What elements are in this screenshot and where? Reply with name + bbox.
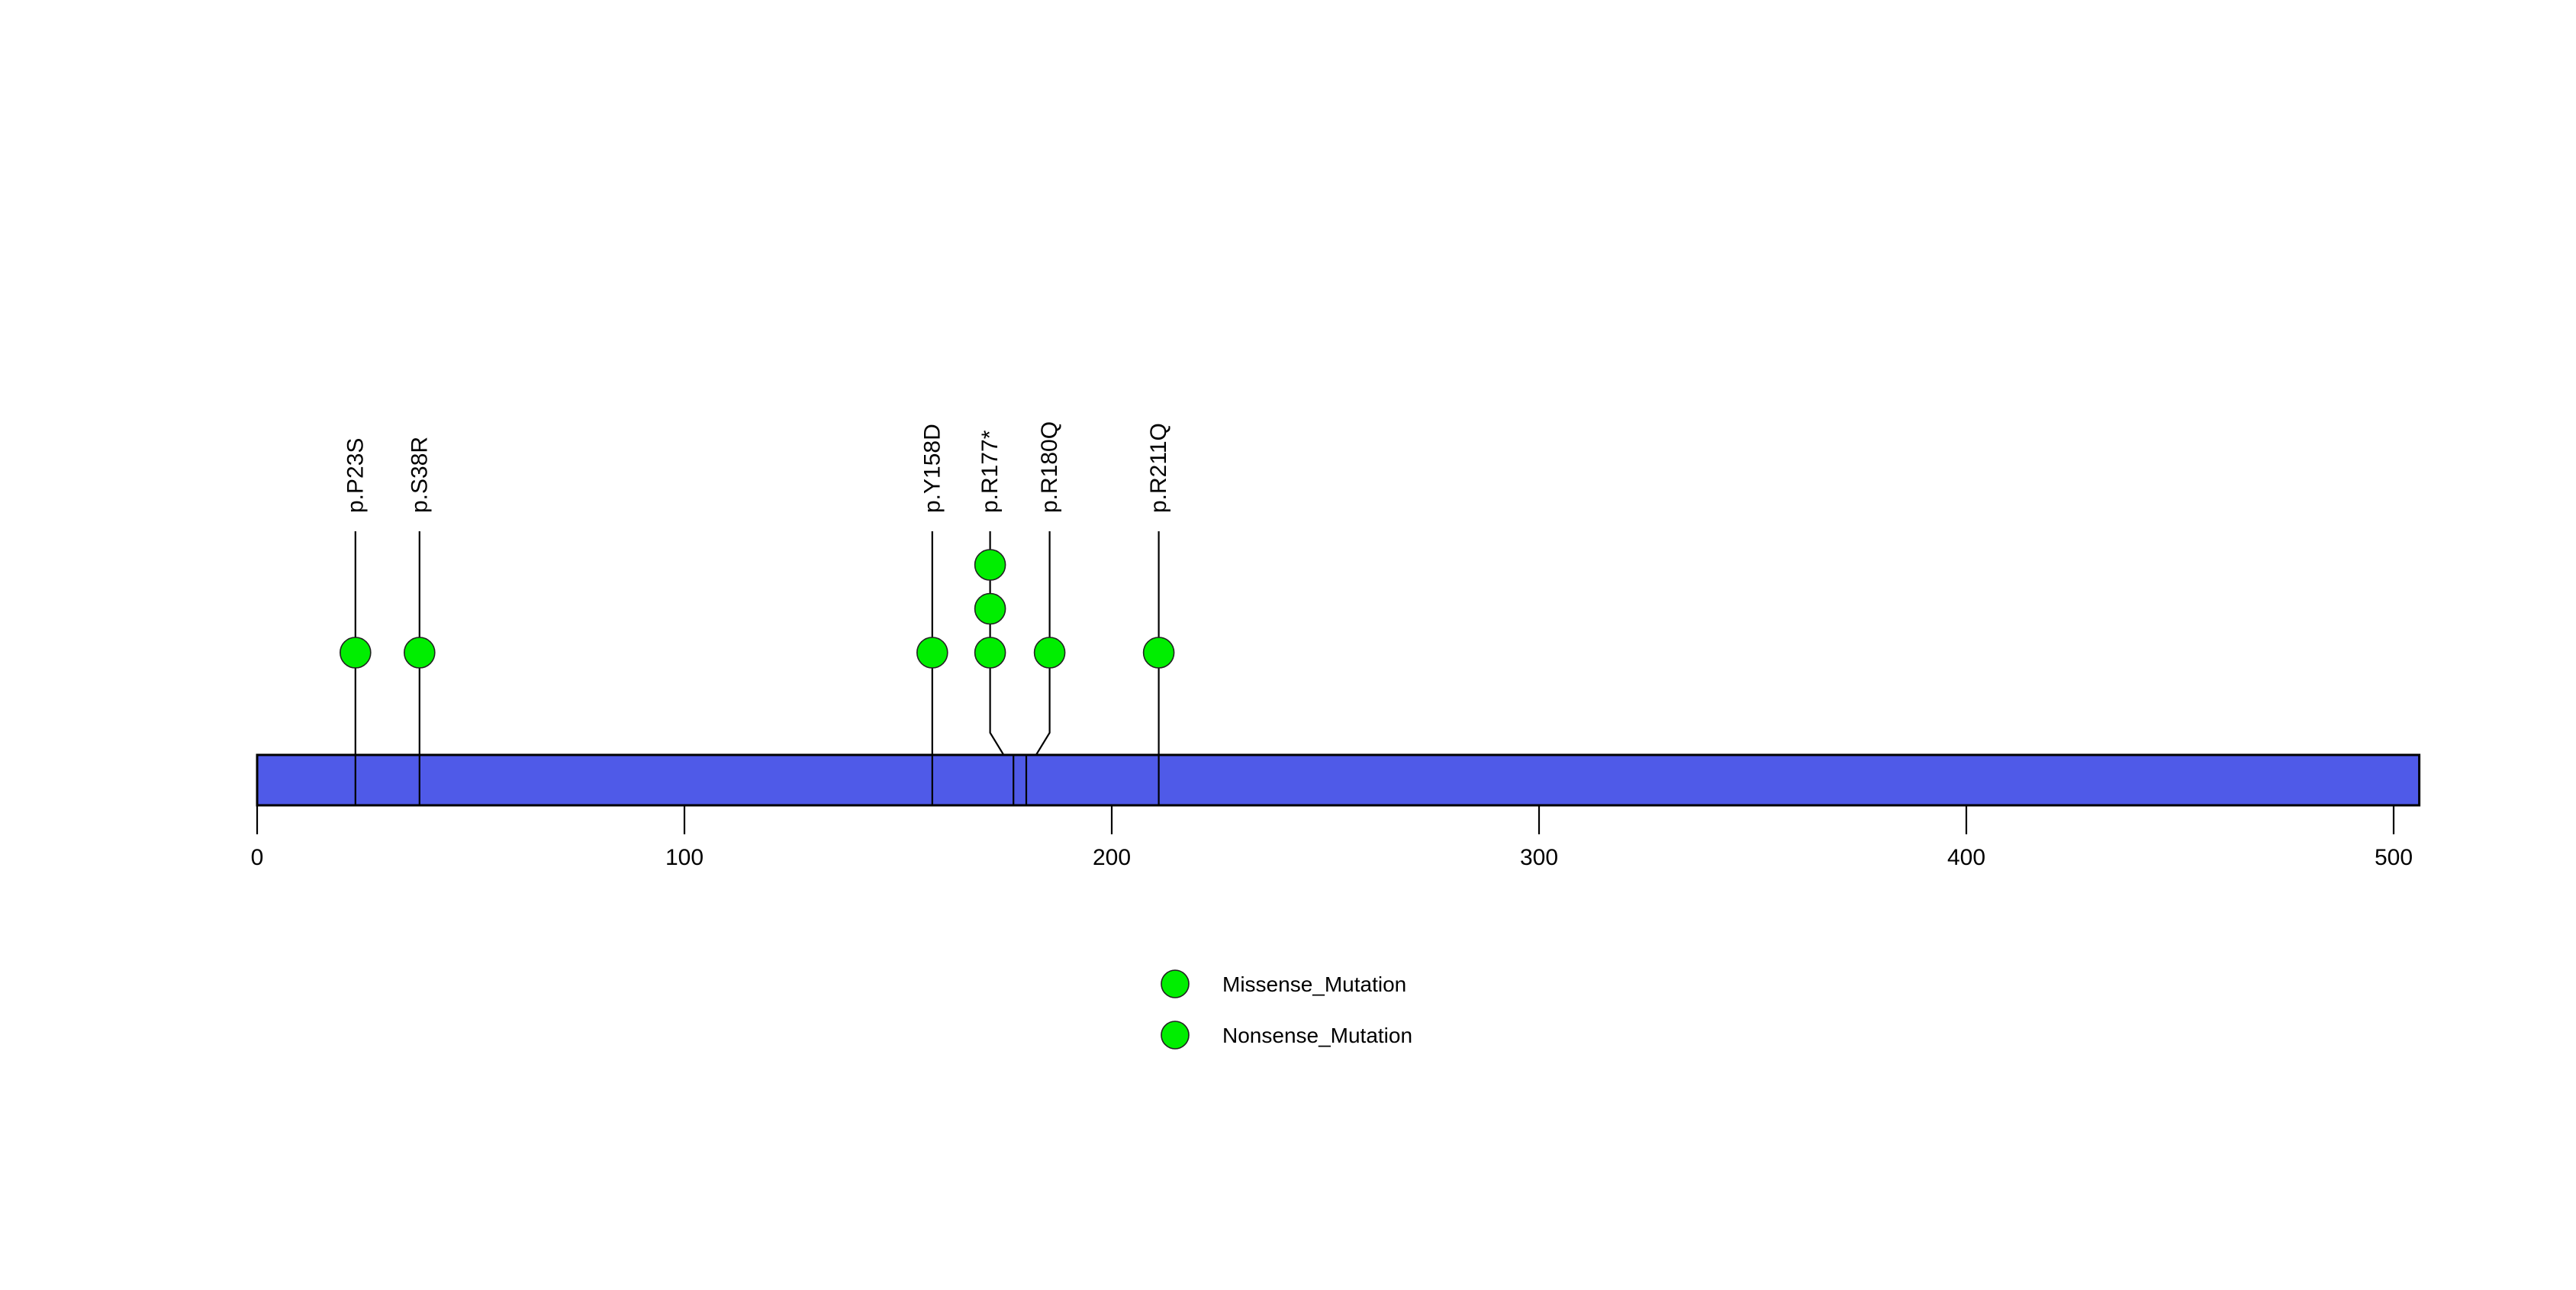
lollipop-marker[interactable]: p.R177* — [974, 592, 1006, 625]
mutation-label: p.R177* — [977, 430, 1003, 513]
legend-marker[interactable] — [1161, 1021, 1190, 1050]
axis-tick-label: 100 — [665, 845, 704, 870]
lollipop-marker[interactable]: p.R180Q — [1033, 637, 1066, 669]
axis-tick-label: 0 — [251, 845, 264, 870]
stem-through-bar-layer — [354, 755, 1160, 805]
mutation-label: p.Y158D — [919, 424, 945, 513]
lollipop-marker[interactable]: p.P23S — [339, 637, 372, 669]
lollipop-marker[interactable]: p.R177* — [974, 637, 1006, 669]
protein-bar-layer — [256, 753, 2421, 807]
legend-label: Nonsense_Mutation — [1222, 1024, 1412, 1047]
axis-tick-label: 200 — [1093, 845, 1131, 870]
lollipop-marker[interactable]: p.R177* — [974, 549, 1006, 581]
legend-label: Missense_Mutation — [1222, 972, 1406, 996]
mutation-label: p.P23S — [343, 438, 368, 513]
axis-tick-label: 300 — [1520, 845, 1558, 870]
mutation-label: p.R211Q — [1146, 423, 1171, 513]
lollipop-markers-layer: p.P23S p.S38R p.Y158D p.R177* p.R177* p.R177*… — [339, 549, 1175, 669]
lollipop-marker[interactable]: p.S38R — [403, 637, 436, 669]
x-axis-layer: 0 100 200 300 400 500 — [251, 805, 2413, 870]
axis-tick-label: 400 — [1947, 845, 1985, 870]
legend-marker[interactable] — [1161, 969, 1190, 998]
protein-bar — [256, 753, 2421, 807]
lollipop-marker[interactable]: p.R211Q — [1142, 637, 1175, 669]
axis-tick-label: 500 — [2375, 845, 2413, 870]
lollipop-marker[interactable]: p.Y158D — [916, 637, 948, 669]
mutation-label: p.S38R — [407, 437, 432, 513]
mutation-labels-layer: p.P23S p.S38R p.Y158D p.R177* p.R180Q p.R211Q — [343, 421, 1171, 513]
mutation-label: p.R180Q — [1037, 421, 1062, 513]
